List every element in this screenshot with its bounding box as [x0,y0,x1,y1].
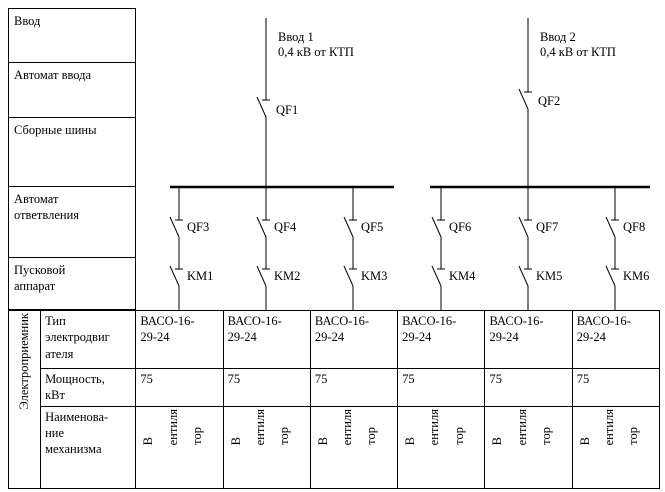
mechanism-text-part: ентиля [340,408,355,445]
power-cell: 75 [309,368,399,407]
label-qf4: QF4 [274,220,297,234]
label-km2: KM2 [274,269,301,283]
motor-type-cell: ВАСО-16- 29-24 [484,310,573,369]
group-label: Электроприемник [17,313,32,410]
mechanism-text-part: В [490,436,505,445]
motor-type-cell: ВАСО-16- 29-24 [135,310,224,369]
motor-type-cell: ВАСО-16- 29-24 [571,310,661,369]
mechanism-cell: В ентиля тор [309,405,399,489]
mechanism-text-part: ентиля [601,408,616,445]
label-qf7: QF7 [536,220,559,234]
starter-symbol-km4 [431,265,446,287]
mechanism-cell: В ентиля тор [135,405,224,489]
diagram-lines [169,18,650,311]
mechanism-text-part: тор [626,427,641,445]
label-km6: KM6 [623,269,650,283]
breaker-symbol-qf2 [518,88,533,110]
label-qf1: QF1 [276,103,299,117]
sidebar-row-busbars: Сборные шины [9,118,135,187]
mechanism-text-part: тор [538,427,553,445]
row-labels-column: Ввод Автомат ввода Сборные шины Автомат … [8,8,136,310]
feed2-subtitle: 0,4 кВ от КТП [540,45,616,59]
feed1-subtitle: 0,4 кВ от КТП [278,45,354,59]
breaker-symbol-qf8 [605,216,620,238]
single-line-diagram [169,18,650,311]
label-km3: KM3 [361,269,388,283]
feed-line-2 [518,18,533,188]
feed1-title: Ввод 1 [278,30,314,44]
mechanism-cell: В ентиля тор [397,405,486,489]
mechanism-cell: В ентиля тор [222,405,311,489]
power-cell: 75 [397,368,486,407]
feed1-label: Ввод 1 0,4 кВ от КТП [278,30,354,60]
mechanism-text-part: тор [189,427,204,445]
motor-type-cell: ВАСО-16- 29-24 [397,310,486,369]
label-qf2: QF2 [538,94,561,108]
breaker-symbol-qf3 [169,216,184,238]
mechanism-cell: В ентиля тор [484,405,573,489]
mechanism-text-part: В [577,436,592,445]
mechanism-text-part: тор [277,427,292,445]
mechanism-text-part: тор [364,427,379,445]
mechanism-vertical-text: В ентиля тор [315,409,393,445]
mechanism-cell: В ентиля тор [571,405,661,489]
mechanism-vertical-text: В ентиля тор [140,409,218,445]
branch-6 [605,187,620,311]
sidebar-row-starter: Пусковой аппарат [14,263,66,294]
branch-4 [431,187,446,311]
sidebar-row-input-breaker: Автомат ввода [9,63,135,118]
label-qf5: QF5 [361,220,384,234]
power-cell: 75 [135,368,224,407]
consumers-table: Электроприемник Тип электродвиг ателя ВА… [7,310,661,489]
motor-type-cell: ВАСО-16- 29-24 [309,310,399,369]
starter-symbol-km3 [343,265,358,287]
motor-type-cell: ВАСО-16- 29-24 [222,310,311,369]
branch-2 [256,188,271,311]
branch-3 [343,187,358,311]
mechanism-text-part: ентиля [514,408,529,445]
mechanism-vertical-text: В ентиля тор [402,409,480,445]
starter-symbol-km1 [169,265,184,287]
label-km1: KM1 [187,269,214,283]
breaker-symbol-qf4 [256,216,271,238]
mechanism-text-part: В [141,436,156,445]
label-qf8: QF8 [623,220,646,234]
power-cell: 75 [571,368,661,407]
breaker-symbol-qf1 [256,96,271,118]
breaker-symbol-qf7 [518,216,533,238]
feed-line-1 [256,18,271,188]
breaker-symbol-qf5 [343,216,358,238]
mechanism-text-part: ентиля [427,408,442,445]
label-km5: KM5 [536,269,563,283]
group-cell-consumer: Электроприемник [7,310,42,489]
mechanism-vertical-text: В ентиля тор [489,409,567,445]
starter-symbol-km6 [605,265,620,287]
row-label-power: Мощность, кВт [40,368,137,407]
sidebar-row-branch-breaker: Автомат ответвления [9,187,135,258]
mechanism-vertical-text: В ентиля тор [577,409,655,445]
mechanism-text-part: ентиля [165,408,180,445]
breaker-symbol-qf6 [431,216,446,238]
label-km4: KM4 [449,269,476,283]
mechanism-text-part: В [403,436,418,445]
feed2-label: Ввод 2 0,4 кВ от КТП [540,30,616,60]
power-cell: 75 [484,368,573,407]
mechanism-vertical-text: В ентиля тор [228,409,306,445]
branch-1 [169,187,184,311]
row-label-motor-type: Тип электродвиг ателя [40,310,137,369]
power-cell: 75 [222,368,311,407]
sidebar-row-input: Ввод [9,9,135,63]
starter-symbol-km5 [518,265,533,287]
feed2-title: Ввод 2 [540,30,576,44]
starter-symbol-km2 [256,265,271,287]
label-qf3: QF3 [187,220,210,234]
mechanism-text-part: В [228,436,243,445]
row-label-mechanism: Наименова- ние механизма [40,405,137,489]
mechanism-text-part: ентиля [252,408,267,445]
mechanism-text-part: В [315,436,330,445]
branch-5 [518,188,533,311]
mechanism-text-part: тор [451,427,466,445]
label-qf6: QF6 [449,220,472,234]
